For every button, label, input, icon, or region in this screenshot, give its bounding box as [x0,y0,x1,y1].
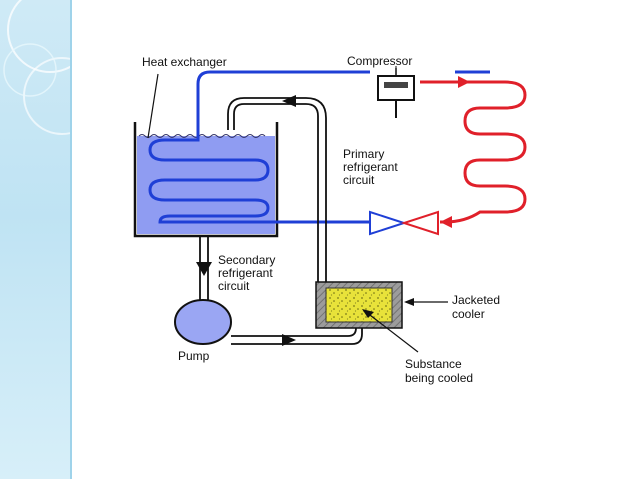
heat-exchanger-label: Heat exchanger [142,55,227,69]
expansion-valve [369,210,439,236]
jacketed-cooler [315,281,403,329]
pump [174,299,232,345]
red-arrow-top [458,76,470,88]
secondary-pipe-return [227,97,327,282]
substance-pointer [365,311,419,353]
primary-coil-red [420,80,527,224]
slide-decoration-strip [0,0,72,479]
red-arrow-bottom [440,216,452,228]
decorative-circles [3,0,70,135]
secondary-arrow-right [282,334,296,346]
liquid-surface [138,134,266,138]
substance-pointer-head [362,309,374,318]
heat-exchanger-pointer [147,73,159,139]
primary-coil-blue [148,70,490,224]
secondary-arrow-down [196,262,212,276]
jacketed-cooler-pointer-head [404,298,414,306]
secondary-arrow-left [282,95,296,107]
compressor-label: Compressor [347,54,413,68]
pump-label: Pump [178,349,210,363]
heat-exchanger-liquid [137,136,275,234]
heat-exchanger-tank [133,122,279,238]
